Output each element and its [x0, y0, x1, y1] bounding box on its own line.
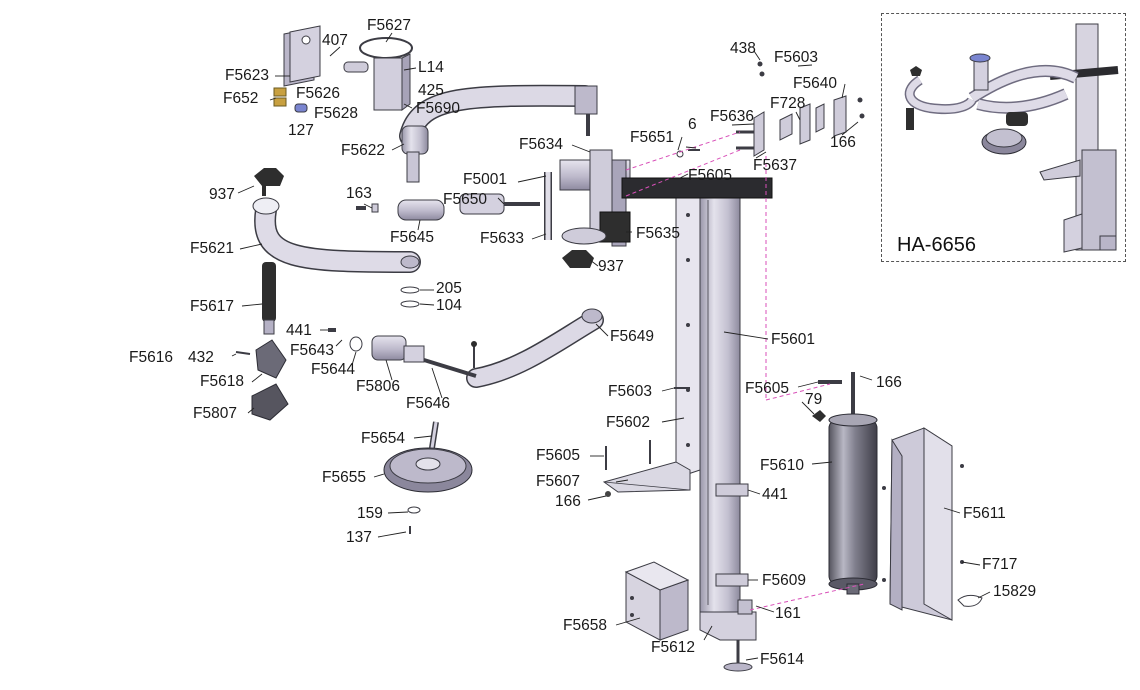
label-F5644: F5644 — [311, 361, 355, 378]
label-F728: F728 — [770, 95, 806, 112]
shaft-parts — [356, 193, 540, 221]
label-F5627: F5627 — [367, 17, 411, 34]
inset-assembled-view — [904, 23, 1119, 253]
label-166-bottom: 166 — [555, 493, 581, 510]
upper-arm — [399, 84, 598, 183]
label-127: 127 — [288, 122, 314, 139]
label-937-right: 937 — [598, 258, 624, 275]
label-159: 159 — [357, 505, 383, 522]
label-L14: L14 — [418, 59, 444, 76]
label-F5618: F5618 — [200, 373, 244, 390]
holder-assembly — [273, 25, 413, 113]
label-F5603-mid: F5603 — [608, 383, 652, 400]
label-137: 137 — [346, 529, 372, 546]
label-F5646: F5646 — [406, 395, 450, 412]
label-F5626: F5626 — [296, 85, 340, 102]
label-407: 407 — [322, 32, 348, 49]
label-441-left: 441 — [286, 322, 312, 339]
column-assembly — [602, 185, 757, 672]
label-937-left: 937 — [209, 186, 235, 203]
knobs — [254, 168, 594, 268]
label-163: 163 — [346, 185, 372, 202]
label-F5612: F5612 — [651, 639, 695, 656]
label-F5621: F5621 — [190, 240, 234, 257]
label-F5601: F5601 — [771, 331, 815, 348]
label-F5640: F5640 — [793, 75, 837, 92]
label-F5622: F5622 — [341, 142, 385, 159]
mount-plate — [624, 561, 690, 641]
label-F5634: F5634 — [519, 136, 563, 153]
suction-disc — [383, 421, 473, 534]
label-F5649: F5649 — [610, 328, 654, 345]
label-F5690: F5690 — [416, 100, 460, 117]
label-432: 432 — [188, 349, 214, 366]
label-79: 79 — [805, 391, 823, 408]
lower-arm — [252, 197, 421, 308]
label-F5605-bottom: F5605 — [536, 447, 580, 464]
label-F5655: F5655 — [322, 469, 366, 486]
label-438: 438 — [730, 40, 756, 57]
label-15829: 15829 — [993, 583, 1037, 600]
label-205: 205 — [436, 280, 462, 297]
label-F717: F717 — [982, 556, 1018, 573]
column-cover — [882, 427, 983, 621]
label-F5654: F5654 — [361, 430, 405, 447]
label-F5635: F5635 — [636, 225, 680, 242]
label-F5628: F5628 — [314, 105, 358, 122]
label-F5636: F5636 — [710, 108, 754, 125]
label-F5650: F5650 — [443, 191, 487, 208]
label-F5658: F5658 — [563, 617, 607, 634]
label-F5602: F5602 — [606, 414, 650, 431]
label-F5637: F5637 — [753, 157, 797, 174]
label-166-top: 166 — [830, 134, 856, 151]
label-F652: F652 — [223, 90, 259, 107]
swing-arm — [328, 308, 604, 388]
label-F5806: F5806 — [356, 378, 400, 395]
label-F5617: F5617 — [190, 298, 234, 315]
leader-lines — [231, 32, 991, 661]
gas-cylinder — [812, 372, 878, 595]
label-F5605-right: F5605 — [745, 380, 789, 397]
label-161: 161 — [775, 605, 801, 622]
label-F5607: F5607 — [536, 473, 580, 490]
label-425: 425 — [418, 82, 444, 99]
label-F5643: F5643 — [290, 342, 334, 359]
grip — [262, 262, 276, 335]
label-F5610: F5610 — [760, 457, 804, 474]
label-F5614: F5614 — [760, 651, 804, 668]
label-F5609: F5609 — [762, 572, 806, 589]
label-441-right: 441 — [762, 486, 788, 503]
label-F5001: F5001 — [463, 171, 507, 188]
label-F5616: F5616 — [129, 349, 173, 366]
label-F5651: F5651 — [630, 129, 674, 146]
label-F5807: F5807 — [193, 405, 237, 422]
label-F5605-top: F5605 — [688, 167, 732, 184]
label-F5603-top: F5603 — [774, 49, 818, 66]
label-6: 6 — [688, 116, 697, 133]
label-F5645: F5645 — [390, 229, 434, 246]
label-166-right: 166 — [876, 374, 902, 391]
assembly-guides — [625, 131, 865, 611]
label-F5633: F5633 — [480, 230, 524, 247]
label-104: 104 — [436, 297, 462, 314]
hinge-parts — [676, 61, 865, 158]
label-F5611: F5611 — [963, 505, 1006, 522]
label-F5623: F5623 — [225, 67, 269, 84]
clamp-parts — [235, 339, 289, 421]
inset-frame — [881, 13, 1126, 262]
inset-title: HA-6656 — [897, 234, 976, 256]
